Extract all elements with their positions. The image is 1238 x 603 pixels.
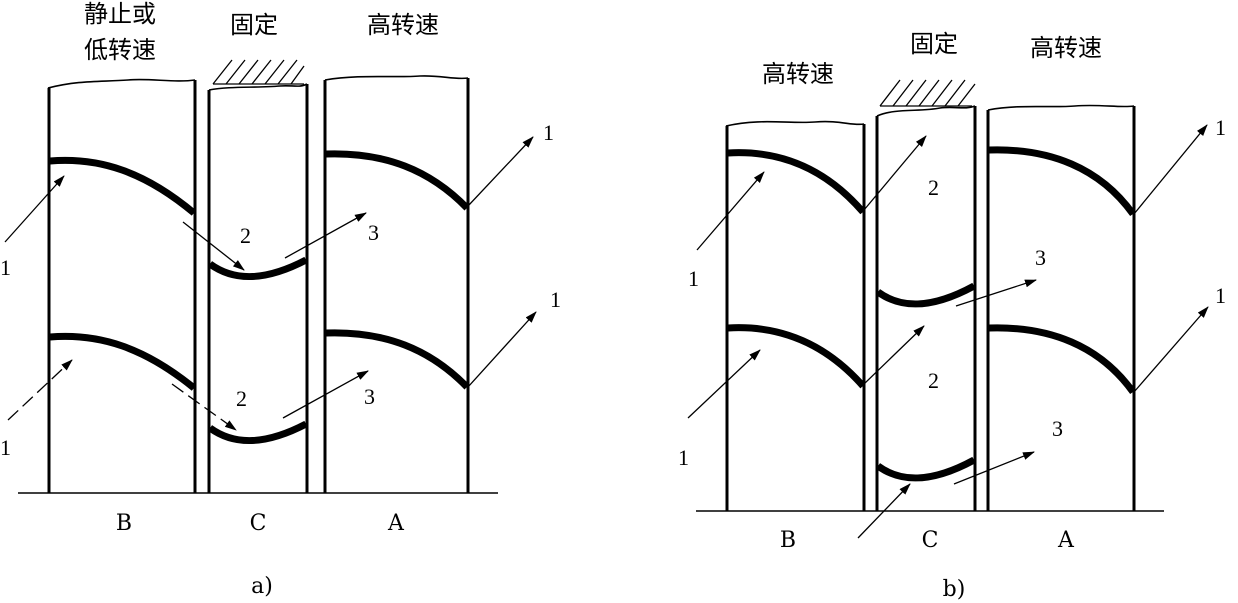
num-1-in-lower-a: 1 — [0, 435, 11, 460]
label-c-b: C — [922, 528, 939, 553]
num-1-out-lower-a: 1 — [550, 287, 561, 312]
arrow-2-lower-a — [171, 383, 237, 431]
column-b-b — [725, 120, 866, 511]
arrow-3-upper-a — [284, 212, 367, 259]
torn-top-b-a — [47, 78, 196, 89]
label-c-a: C — [250, 511, 267, 536]
title-col-c-a: 固定 — [230, 11, 278, 39]
arrow-3-lower-b — [953, 451, 1035, 485]
blade-a-a-upper — [325, 150, 470, 211]
label-a-b: A — [1057, 528, 1075, 553]
arrow-1-in-upper-b — [696, 171, 765, 251]
hatch-marks-a — [212, 59, 305, 85]
title-col-c-b: 固定 — [910, 30, 958, 58]
blade-c-a-lower — [207, 420, 308, 445]
num-2-lower-a: 2 — [236, 386, 247, 411]
column-c-b — [875, 79, 977, 511]
flow-arrows-a — [4, 136, 537, 431]
flow-arrows-b — [687, 124, 1209, 539]
num-3-lower-a: 3 — [364, 384, 375, 409]
title-col-a-a: 高转速 — [367, 11, 439, 39]
blade-a-b-upper — [988, 146, 1136, 217]
num-2-upper-b: 2 — [928, 175, 939, 200]
num-1-out-lower-b: 1 — [1215, 283, 1226, 308]
column-b-a — [47, 78, 197, 493]
arrow-1-out-upper-b — [1133, 124, 1208, 215]
blade-c-b-lower — [875, 456, 976, 482]
torn-top-b-b — [725, 120, 865, 127]
blade-b-b-lower — [727, 324, 866, 389]
num-1-out-upper-a: 1 — [543, 120, 554, 145]
blade-a-a-lower — [325, 329, 470, 390]
num-3-lower-b: 3 — [1052, 416, 1063, 441]
diagram-b: 高转速 固定 高转速 1 1 2 2 3 3 1 1 B C A b) — [678, 30, 1226, 602]
arrow-2-upper-a — [182, 221, 245, 271]
blade-b-a-lower — [49, 332, 197, 391]
arrow-1-out-lower-a — [467, 311, 537, 388]
blade-c-b-upper — [875, 282, 976, 308]
num-3-upper-b: 3 — [1035, 245, 1046, 270]
label-b-a: B — [116, 511, 132, 536]
arrow-3-upper-b — [955, 279, 1037, 307]
caption-b: b) — [943, 577, 966, 602]
blade-b-b-upper — [727, 149, 866, 215]
arrow-2-lower-b — [863, 325, 925, 385]
title-col-a-b: 高转速 — [1030, 34, 1102, 62]
column-a-a — [323, 75, 470, 493]
arrow-3-lower-a — [282, 370, 369, 419]
title-col-b-a-line2: 低转速 — [84, 36, 156, 64]
num-1-out-upper-b: 1 — [1215, 115, 1226, 140]
label-b-b: B — [780, 528, 796, 553]
num-2-lower-b: 2 — [928, 368, 939, 393]
blade-c-a-upper — [207, 256, 308, 281]
blade-a-b-lower — [988, 324, 1136, 395]
title-col-b-a-line1: 静止或 — [84, 0, 156, 28]
torn-top-a-b — [987, 104, 1135, 111]
arrow-2-in-bottom-b — [857, 483, 911, 539]
diagram-a: 静止或 低转速 固定 高转速 1 1 2 2 3 3 1 1 B C A a) — [0, 0, 561, 599]
title-col-b-b: 高转速 — [762, 60, 834, 88]
num-1-in-upper-b: 1 — [688, 266, 699, 291]
arrow-1-in-lower-b — [687, 349, 761, 419]
hatch-marks-b — [879, 79, 976, 107]
num-1-in-lower-b: 1 — [678, 445, 689, 470]
blade-b-a-upper — [49, 156, 197, 216]
num-3-upper-a: 3 — [368, 220, 379, 245]
column-c-a — [207, 59, 309, 493]
arrow-2-upper-b — [863, 135, 927, 211]
arrow-1-out-lower-b — [1133, 306, 1209, 393]
label-a-a: A — [387, 511, 405, 536]
column-a-b — [986, 104, 1136, 511]
torn-top-c-b — [876, 105, 976, 117]
torn-top-c-a — [208, 83, 308, 91]
num-1-in-upper-a: 1 — [0, 255, 11, 280]
num-2-upper-a: 2 — [240, 223, 251, 248]
torn-top-a-a — [324, 75, 469, 81]
arrow-1-in-lower-a — [7, 359, 73, 421]
arrow-1-in-upper-a — [4, 175, 65, 243]
arrow-1-out-upper-a — [467, 136, 534, 207]
caption-a: a) — [251, 574, 273, 599]
